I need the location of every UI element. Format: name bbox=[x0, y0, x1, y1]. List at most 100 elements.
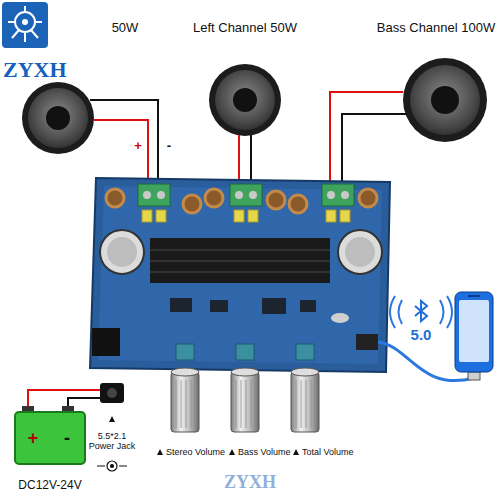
volume-knob bbox=[291, 372, 319, 432]
polarity-mark: + bbox=[134, 139, 142, 154]
speaker bbox=[209, 64, 281, 136]
speaker bbox=[46, 106, 70, 130]
potentiometer-base bbox=[176, 344, 314, 360]
pointer-triangle bbox=[109, 416, 115, 422]
connector-label: 5.5*2.1 Power Jack bbox=[85, 431, 139, 452]
pointer-triangle bbox=[229, 449, 235, 455]
input-jack bbox=[356, 334, 378, 350]
speaker bbox=[22, 82, 94, 154]
terminal-block bbox=[230, 184, 262, 206]
volume-knob bbox=[296, 380, 316, 428]
bluetooth-badge bbox=[390, 296, 395, 328]
speaker bbox=[215, 70, 275, 130]
phone bbox=[468, 295, 480, 297]
heatsink bbox=[150, 238, 330, 283]
dc-polarity-symbol bbox=[97, 465, 127, 466]
polarity-mark: - bbox=[167, 139, 171, 154]
dc-polarity-symbol bbox=[111, 465, 114, 468]
dc-polarity-symbol bbox=[107, 461, 117, 471]
speaker bbox=[28, 88, 88, 148]
power-wire bbox=[28, 390, 100, 406]
inductor bbox=[289, 195, 307, 213]
brand-logo-icon bbox=[15, 12, 35, 32]
chip bbox=[210, 300, 228, 312]
heatsink bbox=[150, 250, 330, 272]
inductor bbox=[205, 189, 223, 207]
chip bbox=[170, 298, 349, 323]
terminal-block bbox=[138, 184, 354, 206]
volume-knob bbox=[171, 368, 199, 376]
volume-knob bbox=[171, 372, 199, 432]
knob-label: Stereo Volume bbox=[166, 447, 225, 457]
amplifier-board bbox=[90, 178, 390, 372]
power-plug bbox=[107, 388, 117, 398]
power-wire bbox=[68, 398, 100, 406]
dc-polarity-symbol bbox=[97, 461, 127, 471]
speaker bbox=[403, 58, 487, 142]
chip bbox=[300, 300, 316, 312]
electrolytic-capacitor bbox=[338, 230, 382, 274]
inductor bbox=[106, 189, 124, 207]
phone bbox=[455, 292, 493, 372]
amplifier-board bbox=[90, 178, 390, 372]
polarity-mark: - bbox=[64, 428, 70, 449]
film-capacitor bbox=[340, 210, 350, 222]
power-wire bbox=[28, 390, 100, 406]
terminal-block bbox=[327, 191, 335, 199]
channel-label: Left Channel 50W bbox=[193, 21, 297, 36]
speaker bbox=[431, 86, 459, 114]
speaker bbox=[403, 58, 487, 142]
electrolytic-capacitor bbox=[107, 237, 137, 267]
pointer-triangle bbox=[293, 449, 299, 455]
bluetooth-badge bbox=[390, 296, 452, 328]
film-capacitor bbox=[156, 210, 166, 222]
knob-label: Total Volume bbox=[302, 447, 354, 457]
chip bbox=[170, 298, 192, 312]
speaker-wire bbox=[330, 92, 403, 192]
watermark: ZYXH bbox=[224, 472, 276, 493]
inductor bbox=[359, 189, 377, 207]
channel-label: 50W bbox=[112, 21, 139, 36]
polarity-mark: + bbox=[28, 428, 39, 449]
film-capacitor bbox=[248, 210, 258, 222]
film-capacitor bbox=[234, 210, 244, 222]
bluetooth-version: 5.0 bbox=[411, 326, 432, 343]
speaker-wire bbox=[342, 114, 407, 192]
brand-logo-icon bbox=[8, 6, 42, 42]
amplifier-board bbox=[98, 186, 382, 364]
brand-logo-icon bbox=[2, 2, 48, 48]
bluetooth-badge bbox=[399, 300, 403, 324]
volume-knob bbox=[291, 368, 319, 376]
volume-knob bbox=[231, 368, 259, 376]
power-plug bbox=[100, 383, 124, 403]
brand-logo-icon bbox=[2, 2, 48, 48]
terminal-block bbox=[249, 191, 257, 199]
speaker bbox=[22, 82, 94, 154]
terminal-block bbox=[138, 184, 170, 206]
terminal-block bbox=[143, 191, 151, 199]
battery bbox=[15, 406, 85, 464]
brand-logo-icon bbox=[22, 19, 28, 25]
heatsink bbox=[150, 238, 330, 283]
potentiometer-base bbox=[176, 344, 194, 360]
chip bbox=[331, 313, 349, 323]
voltage-label: DC12V-24V bbox=[18, 479, 81, 493]
knob-label: Bass Volume bbox=[238, 447, 291, 457]
battery bbox=[15, 412, 85, 464]
pointer-triangle bbox=[157, 449, 163, 455]
bluetooth-badge bbox=[415, 301, 427, 321]
film-capacitor bbox=[142, 210, 350, 222]
power-plug bbox=[100, 383, 124, 403]
brand-logo: ZYXH bbox=[3, 57, 67, 82]
film-capacitor bbox=[326, 210, 336, 222]
phone bbox=[455, 292, 493, 372]
speaker bbox=[209, 64, 281, 136]
inductor bbox=[267, 191, 285, 209]
audio-jack bbox=[92, 328, 120, 356]
film-capacitor bbox=[142, 210, 152, 222]
channel-label: Bass Channel 100W bbox=[377, 21, 496, 36]
terminal-block bbox=[341, 191, 349, 199]
